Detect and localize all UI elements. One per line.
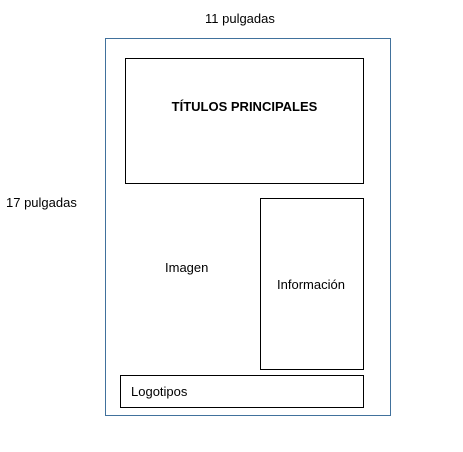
- logos-label: Logotipos: [131, 384, 188, 399]
- page-frame: [105, 38, 391, 416]
- titles-box: TÍTULOS PRINCIPALES: [125, 58, 364, 184]
- width-dimension-label: 11 pulgadas: [205, 11, 275, 26]
- image-label: Imagen: [165, 260, 209, 275]
- height-dimension-label: 17 pulgadas: [6, 195, 77, 210]
- titles-label: TÍTULOS PRINCIPALES: [171, 99, 318, 114]
- info-label: Información: [277, 276, 345, 292]
- logos-box: Logotipos: [120, 375, 364, 408]
- info-box: Información: [260, 198, 364, 370]
